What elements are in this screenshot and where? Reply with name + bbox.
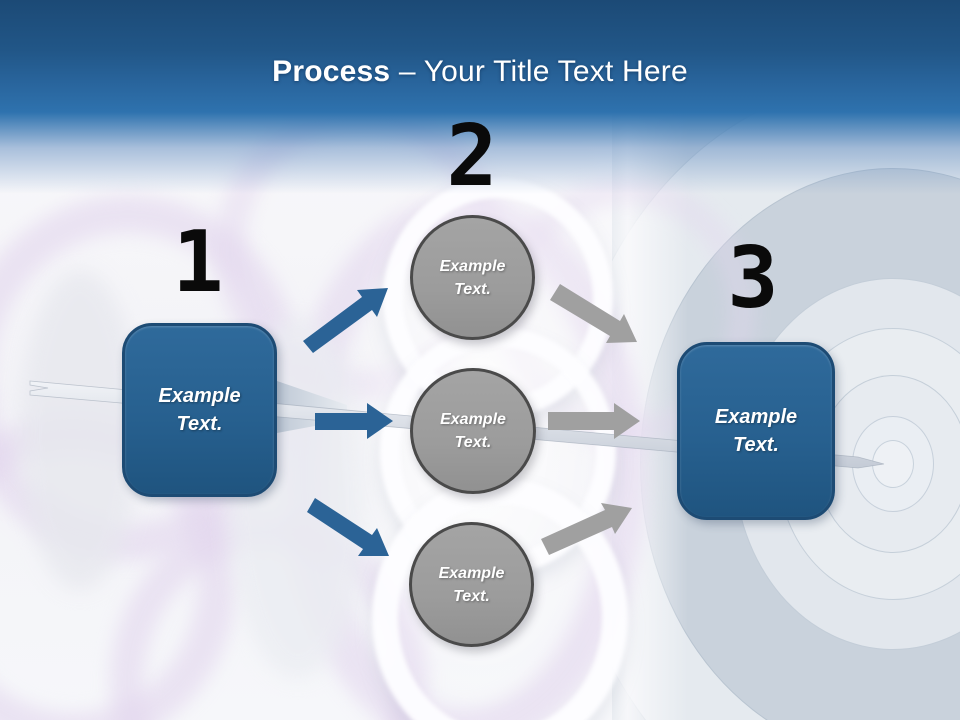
title-keyword: Process [272,55,391,88]
step2-circle-1[interactable]: Example Text. [410,215,535,340]
step3-label: Example Text. [714,406,798,456]
step2-circle-1-label: Example Text. [439,257,506,298]
step2-circle-3[interactable]: Example Text. [409,522,534,647]
step2-circle-3-label: Example Text. [438,564,505,605]
step-number-1: 1 [172,213,224,312]
step-number-3: 3 [727,229,779,328]
blue-arrow-to-bottom-circle[interactable] [307,498,389,556]
step2-circle-2[interactable]: Example Text. [410,368,536,494]
gray-arrow-from-bottom-circle[interactable] [541,503,632,555]
step1-box[interactable]: Example Text. [122,323,277,497]
step1-label: Example Text. [158,385,241,435]
header-band: Process – Your Title Text Here [0,0,960,200]
gray-arrow-from-middle-circle[interactable] [548,403,640,439]
blue-arrow-to-top-circle[interactable] [303,288,388,353]
step-number-2: 2 [446,107,498,206]
step2-circle-2-label: Example Text. [440,411,506,451]
background-shadow [20,270,140,590]
blue-arrow-to-middle-circle[interactable] [315,403,393,439]
step3-box[interactable]: Example Text. [677,342,835,520]
slide-title: Process – Your Title Text Here [0,55,960,89]
gray-arrow-from-top-circle[interactable] [550,284,637,343]
title-rest: – Your Title Text Here [398,55,688,88]
